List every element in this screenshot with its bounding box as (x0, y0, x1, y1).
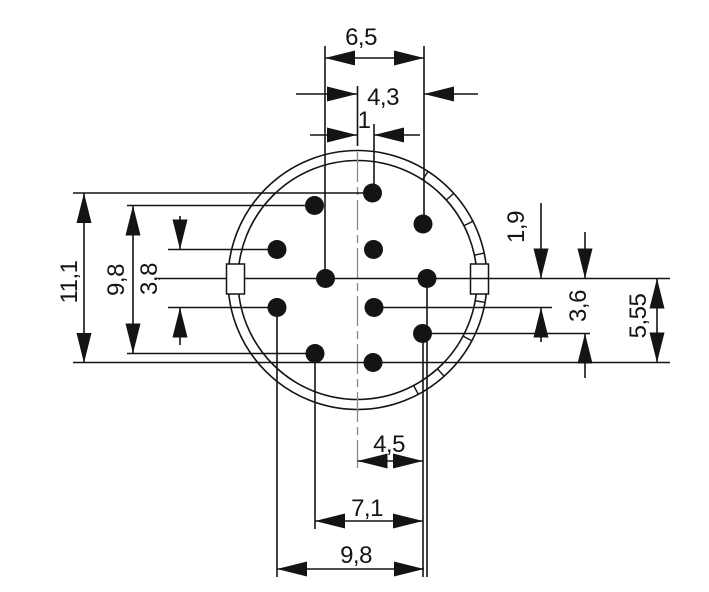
pin (267, 240, 287, 259)
keyway-notch (225, 263, 246, 295)
dim-label-top-1: 1 (358, 107, 371, 134)
pin (364, 240, 383, 259)
pin (363, 183, 382, 203)
dim-label-right-3-6: 3,6 (565, 290, 592, 322)
dim-label-bottom-9-8: 9,8 (340, 542, 372, 569)
ring-segment-tick (475, 300, 486, 304)
pin (305, 344, 325, 363)
pin (316, 269, 335, 288)
ring-segment-tick (462, 335, 473, 342)
ring-segment-tick (474, 252, 485, 256)
pin (305, 196, 324, 215)
dim-label-top-4-3: 4,3 (367, 84, 399, 111)
dim-label-top-6-5: 6,5 (345, 24, 377, 51)
ring-segment-tick (445, 192, 455, 201)
pin (417, 269, 437, 288)
dim-label-left-9-8: 9,8 (103, 264, 130, 296)
pin (267, 298, 287, 317)
dimension-arrowheads (76, 50, 665, 577)
dimension-labels: 6,5 4,3 1 11,1 9,8 3,8 1,9 3,6 5,55 4,5 … (56, 24, 652, 569)
pin (413, 214, 433, 234)
pin (363, 353, 383, 372)
ring-segment-tick (412, 385, 419, 395)
dim-label-bottom-4-5: 4,5 (373, 431, 405, 458)
pin (413, 324, 432, 343)
dim-label-left-11-1: 11,1 (56, 260, 83, 303)
dim-label-bottom-7-1: 7,1 (351, 495, 383, 522)
ring-segment-tick (463, 220, 474, 227)
dim-label-right-5-55: 5,55 (625, 293, 652, 338)
extension-lines (73, 46, 670, 577)
pins-group (267, 183, 437, 372)
dim-label-right-1-9: 1,9 (503, 211, 530, 243)
pin (364, 298, 384, 317)
ring-segment-tick (436, 368, 445, 377)
dim-label-left-3-8: 3,8 (136, 263, 163, 295)
